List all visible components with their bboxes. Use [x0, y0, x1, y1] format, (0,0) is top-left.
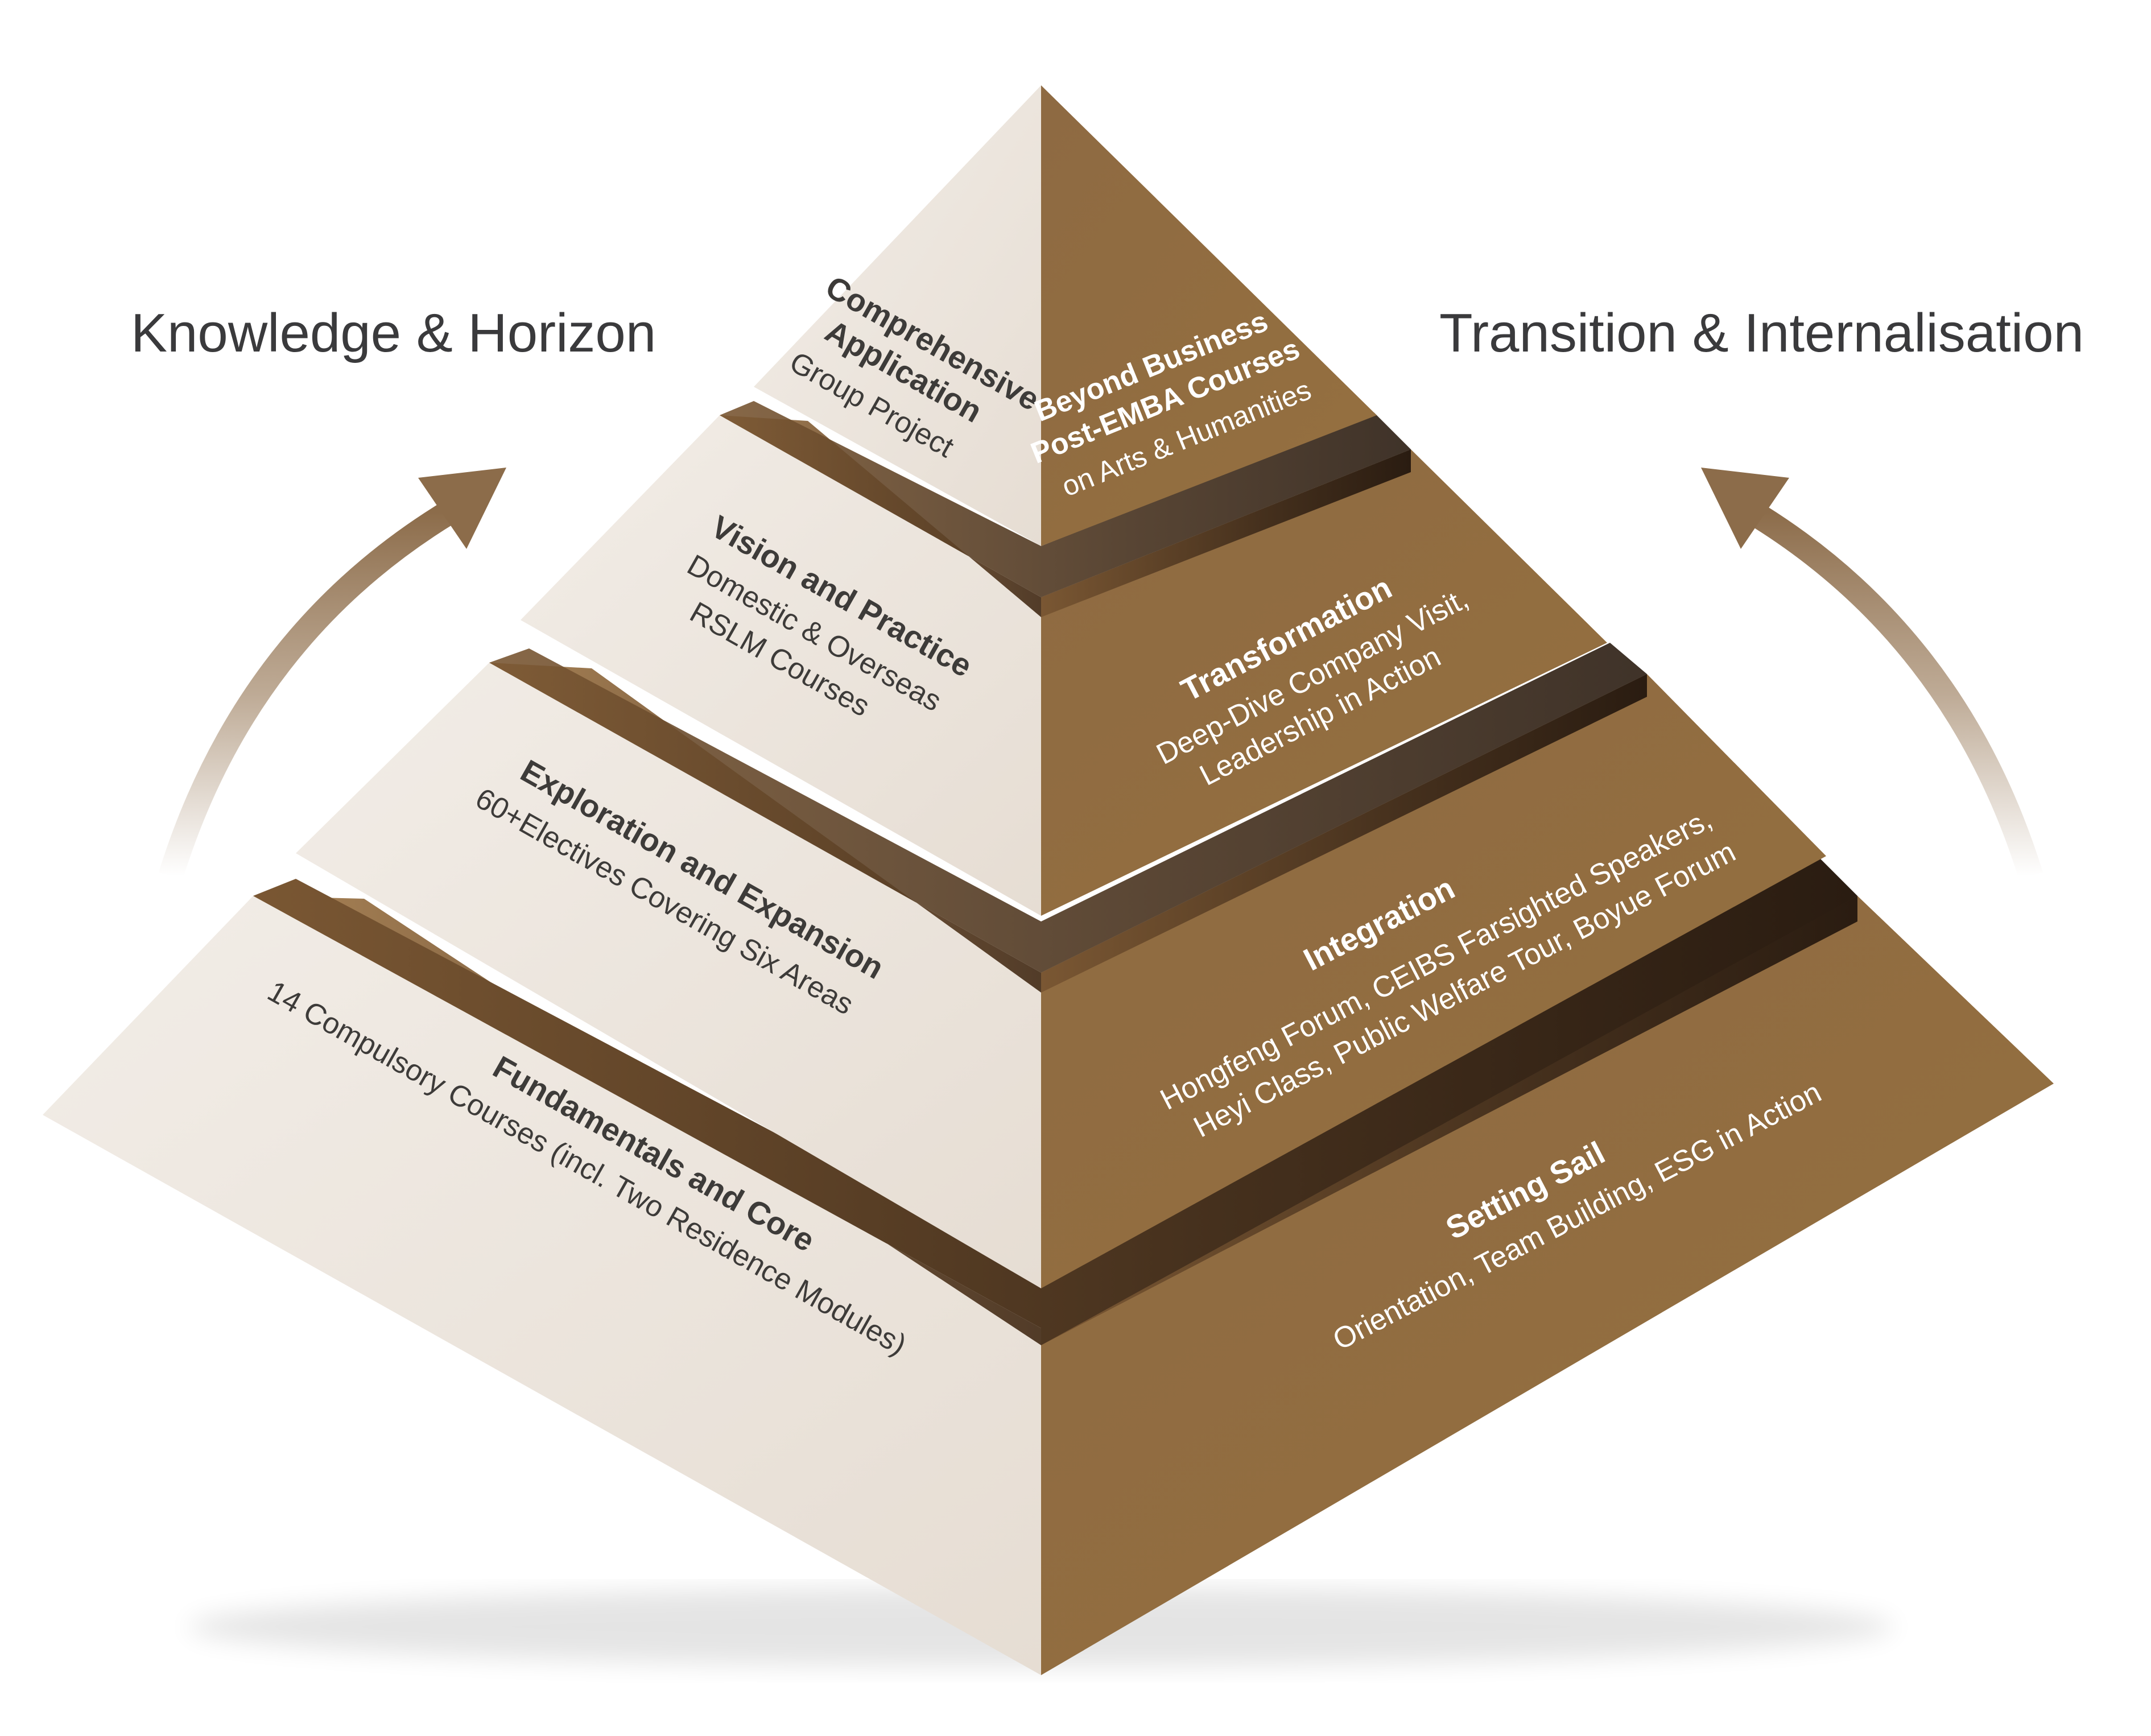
right-curved-arrow-icon: [1701, 468, 2043, 880]
tier-1-left-face: [43, 896, 1041, 1675]
left-title: Knowledge & Horizon: [131, 303, 656, 363]
tier-4-left-face: [754, 85, 1041, 546]
tier-2-right-face: [1041, 674, 1826, 1288]
tier-1-right-face: [1041, 896, 2054, 1675]
tier-comprehensive: [754, 85, 1377, 546]
left-curved-arrow-icon: [158, 468, 506, 880]
right-title: Transition & Internalisation: [1439, 303, 2084, 363]
tier-vision: [521, 415, 1607, 916]
tier-2-left-face: [296, 663, 1041, 1288]
tier-3-left-face: [521, 415, 1041, 916]
groove-3: [720, 401, 1411, 597]
tier-3-right-face: [1041, 449, 1607, 916]
tier-exploration: [296, 663, 1826, 1288]
tier-3-right-ledge: [1041, 449, 1411, 617]
tier-4-right-face: [1041, 85, 1377, 546]
tier-2-right-ledge: [1041, 674, 1647, 993]
